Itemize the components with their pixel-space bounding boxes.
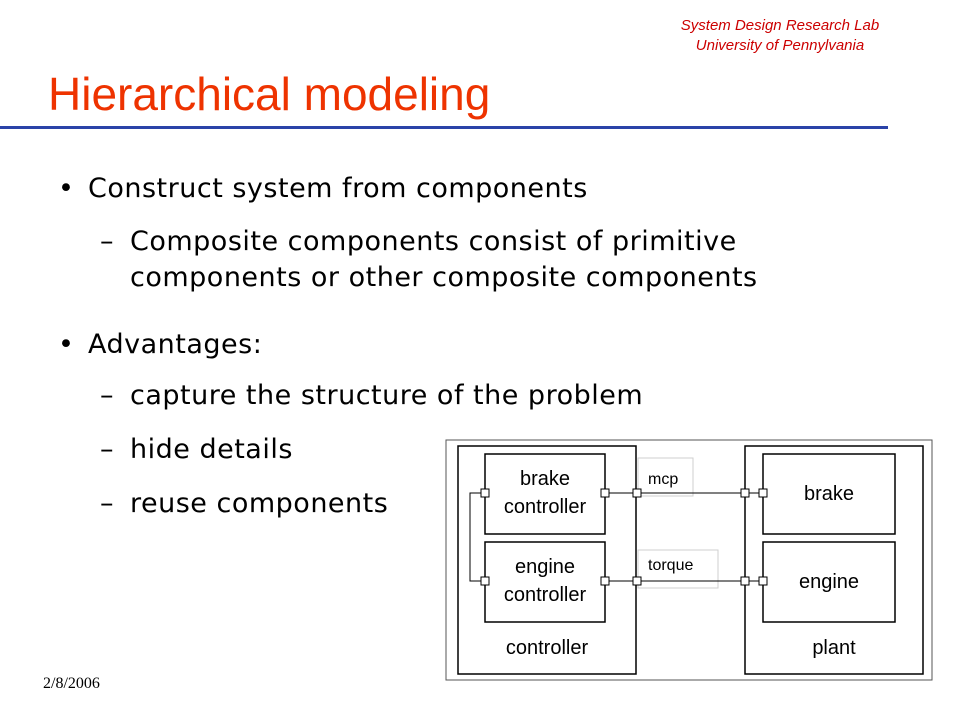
port	[600, 488, 610, 498]
sub-bullet-text: Composite components consist of primitiv…	[130, 226, 737, 257]
engine-controller-label: engine	[515, 556, 575, 578]
brake-controller-label: brake	[520, 468, 570, 490]
university-name: University of Pennylvania	[695, 37, 865, 54]
bullet-dot: •	[58, 329, 75, 360]
engine-label: engine	[799, 571, 859, 593]
bullet-text: Advantages:	[88, 329, 263, 360]
port	[758, 488, 768, 498]
sub-bullet-dash: –	[100, 380, 114, 411]
sub-bullet-item: –Composite components consist of primiti…	[100, 224, 758, 296]
port	[740, 488, 750, 498]
port	[480, 576, 490, 586]
brake-controller-box	[484, 453, 606, 535]
lab-name: System Design Research Lab	[680, 17, 880, 34]
port	[632, 488, 642, 498]
sub-bullet-text: hide details	[130, 434, 293, 465]
bullet-text: Construct system from components	[88, 173, 588, 204]
sub-bullet-text-continued: components or other composite components	[130, 262, 758, 293]
port	[632, 576, 642, 586]
engine-controller-label: controller	[504, 584, 587, 606]
port	[600, 576, 610, 586]
sub-bullet-dash: –	[100, 434, 114, 465]
title-rule	[0, 126, 888, 129]
slide-title: Hierarchical modeling	[48, 68, 491, 120]
controller-internal-wire	[469, 492, 485, 582]
engine-box	[762, 541, 896, 623]
bullet-item: • Construct system from components	[58, 172, 588, 206]
torque-signal-box	[637, 549, 719, 589]
brake-box	[762, 453, 896, 535]
plant-label: plant	[812, 637, 856, 659]
sub-bullet-dash: –	[100, 226, 114, 257]
mcp-signal-label: mcp	[648, 471, 678, 488]
brake-label: brake	[804, 483, 854, 505]
sub-bullet-text: capture the structure of the problem	[130, 380, 644, 411]
sub-bullet-item: –hide details	[100, 432, 293, 468]
bullet-dot: •	[58, 173, 75, 204]
port	[740, 576, 750, 586]
mcp-signal-box	[637, 457, 694, 497]
slide-date: 2/8/2006	[43, 675, 100, 692]
sub-bullet-item: –capture the structure of the problem	[100, 378, 643, 414]
port-group	[480, 488, 768, 586]
sub-bullet-dash: –	[100, 488, 114, 519]
sub-bullet-text: reuse components	[130, 488, 389, 519]
port	[758, 576, 768, 586]
bullet-item: • Advantages:	[58, 328, 262, 362]
sub-bullet-item: –reuse components	[100, 486, 388, 522]
diagram-frame	[445, 439, 933, 681]
lab-affiliation: System Design Research Lab University of…	[595, 16, 960, 56]
torque-signal-label: torque	[648, 557, 693, 574]
port	[480, 488, 490, 498]
controller-label: controller	[506, 637, 589, 659]
engine-controller-box	[484, 541, 606, 623]
brake-controller-label: controller	[504, 496, 587, 518]
